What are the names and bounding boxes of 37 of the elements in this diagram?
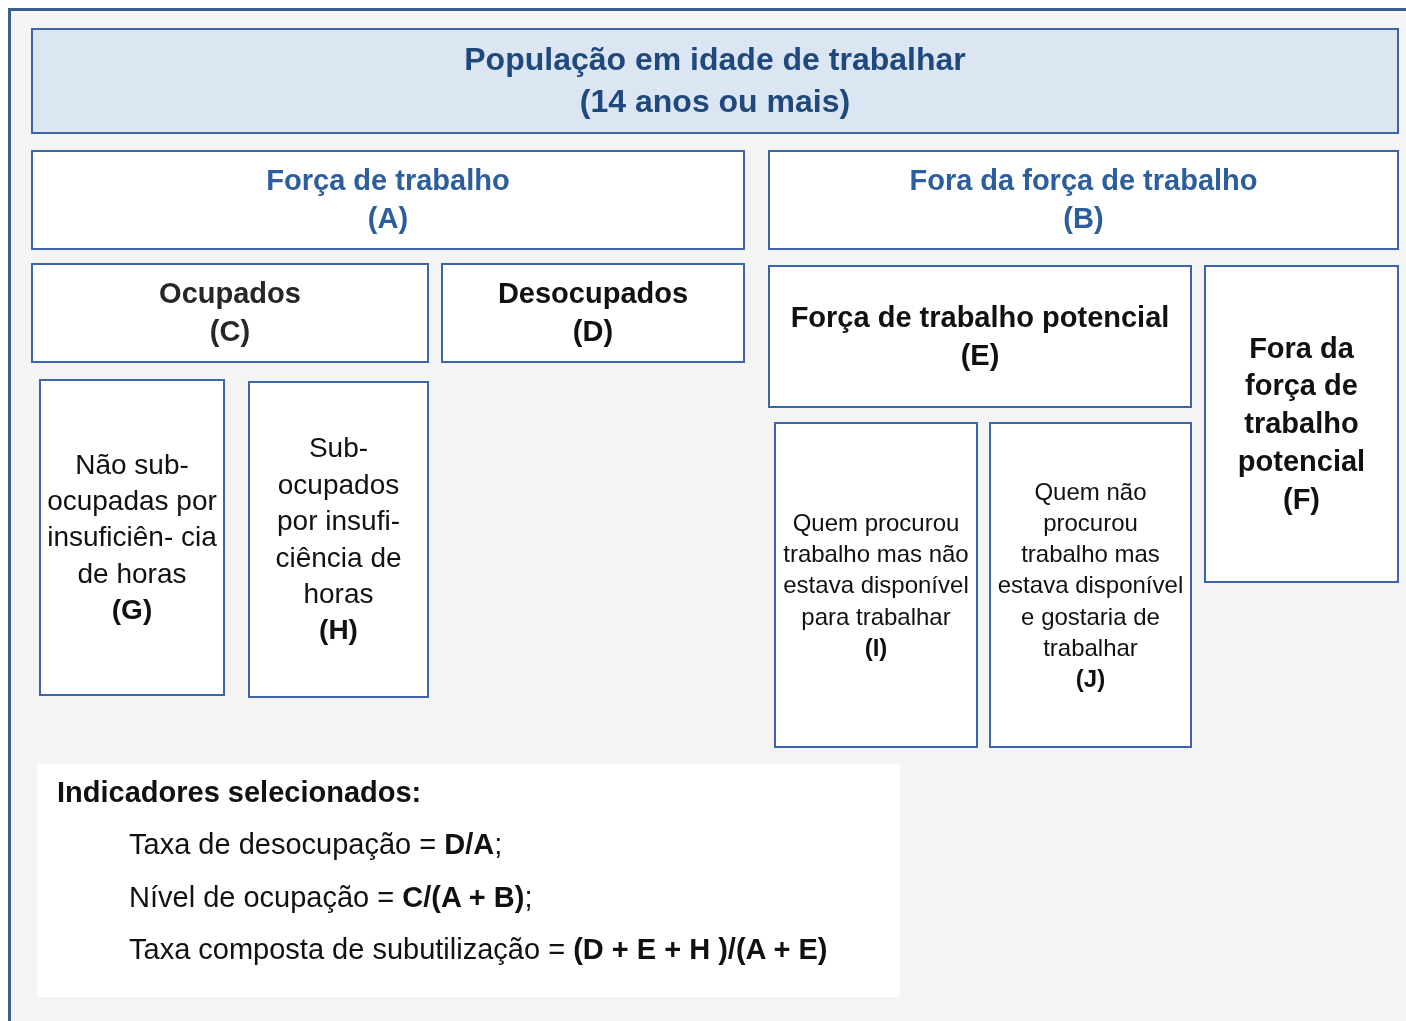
box-heading: Fora da força de trabalho: [909, 163, 1258, 199]
category-box: [989, 422, 1192, 748]
box-subheading: (D): [572, 314, 614, 349]
box-subheading: (G): [111, 593, 153, 628]
box-heading: Força de trabalho potencial: [790, 299, 1170, 335]
box-heading: Quem procurou trabalho mas não estava disponível para trabalhar: [782, 508, 970, 632]
box-subheading: (I): [864, 632, 888, 663]
indicator-formula: Taxa composta de subutilização = (D + E + H )/(A + E): [129, 931, 828, 967]
box-heading: Força de trabalho: [266, 163, 510, 199]
box-heading: População em idade de trabalhar: [464, 40, 966, 80]
box-heading: Quem não procurou trabalho mas estava disponível e gostaria de trabalhar: [997, 476, 1184, 663]
header-band: [31, 28, 1399, 134]
box-subheading: (E): [960, 337, 1000, 373]
box-subheading: (H): [319, 613, 358, 648]
box-subheading: (14 anos ou mais): [579, 82, 851, 121]
category-box: [441, 263, 745, 363]
box-heading: Não sub- ocupadas por insuficiên- cia de horas: [47, 447, 217, 591]
indicators-heading: Indicadores selecionados:: [57, 775, 422, 810]
category-box: [768, 265, 1192, 408]
category-box: [39, 379, 225, 696]
category-box: [768, 150, 1399, 250]
category-box: [31, 150, 745, 250]
box-subheading: (C): [209, 314, 251, 349]
category-box: [248, 381, 429, 698]
indicator-formula: Taxa de desocupação = D/A;: [129, 827, 503, 863]
box-subheading: (J): [1075, 663, 1106, 694]
box-subheading: (B): [1063, 201, 1104, 236]
category-box: [31, 263, 429, 363]
box-heading: Desocupados: [497, 276, 689, 312]
box-subheading: (A): [367, 201, 409, 236]
category-box: [774, 422, 978, 748]
box-subheading: (F): [1283, 481, 1320, 517]
box-heading: Ocupados: [159, 276, 301, 312]
category-box: [1204, 265, 1399, 583]
indicator-formula: Nível de ocupação = C/(A + B);: [129, 879, 533, 915]
box-heading: Fora da força de trabalho potencial: [1236, 330, 1367, 479]
box-heading: Sub- ocupados por insufi- ciência de horas: [274, 431, 403, 611]
